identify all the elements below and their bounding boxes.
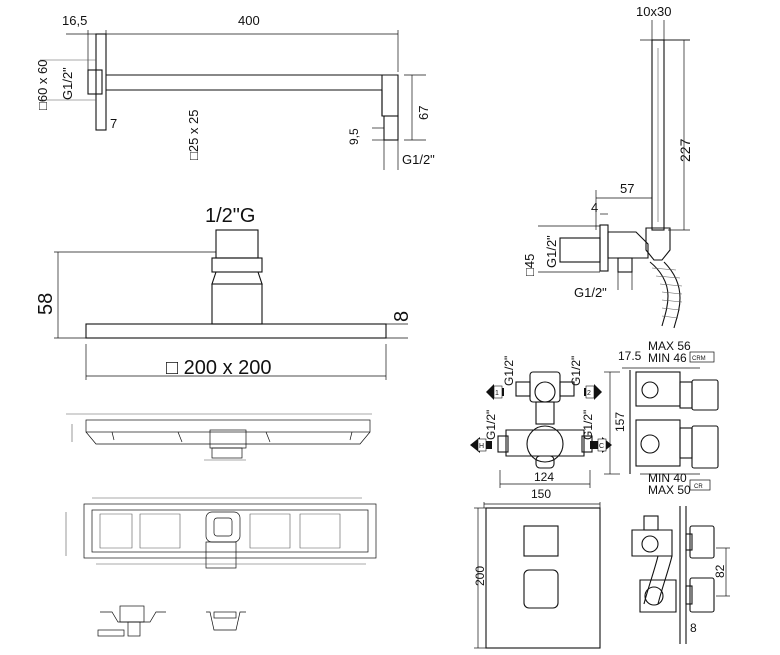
valve-port-top-right: G1/2" <box>569 356 583 386</box>
valve-height-dimension: 157 <box>613 412 627 432</box>
assembly-thickness-dimension: 8 <box>690 621 697 635</box>
valve-mark-1: 1 <box>495 390 499 397</box>
shower-head-drawing: 1/2"G 58 8 □ 200 x 200 <box>35 205 413 380</box>
handshower-flange-dimension: □45 <box>522 254 537 276</box>
plate-height-dimension: 200 <box>473 566 487 586</box>
arm-wall-dimension: 16,5 <box>62 13 87 28</box>
valve-min-top-dimension: MIN 46 <box>648 351 687 365</box>
handshower-reach-dimension: 57 <box>620 181 634 196</box>
linear-drain-drawing <box>65 413 377 637</box>
head-height-dimension: 58 <box>35 293 57 315</box>
assembly-side-drawing: 82 8 <box>631 506 730 644</box>
head-connection-dimension: 1/2"G <box>205 205 255 227</box>
handshower-thread-side-dimension: G1/2" <box>544 235 559 268</box>
valve-min-bottom-dimension: MIN 40 <box>648 471 687 485</box>
shower-arm-drawing: 16,5 400 □60 x 60 G1/2" □25 x 25 7 67 9,… <box>35 13 435 170</box>
valve-mark-2: 2 <box>587 390 591 397</box>
valve-mark-cold: C <box>599 443 604 450</box>
valve-max-bottom-dimension: MAX 50 <box>648 483 691 497</box>
assembly-side-dimension: 82 <box>713 564 727 578</box>
hand-shower-drawing: 10x30 227 57 4 G1/2" □45 G1/2" <box>522 4 693 329</box>
arm-nozzle-dimension: 9,5 <box>347 128 361 145</box>
valve-side-drawing: 17.5 MAX 56 MIN 46 CRM 157 MIN 40 MAX 50… <box>604 339 719 497</box>
arm-tube-dimension: □25 x 25 <box>186 109 201 160</box>
trim-plate-drawing: 150 200 <box>473 487 601 649</box>
head-size-dimension: □ 200 x 200 <box>166 357 272 379</box>
handshower-thread-bottom-dimension: G1/2" <box>574 285 607 300</box>
arm-drop-dimension: 67 <box>416 106 431 120</box>
arm-length-dimension: 400 <box>238 13 260 28</box>
arm-thread-dimension: G1/2" <box>60 67 75 100</box>
mixing-valve-drawing: G1/2" G1/2" G1/2" G1/2" 1 2 H C 124 <box>470 356 612 488</box>
valve-tag-top: CRM <box>692 356 706 362</box>
arm-plate-dimension: 7 <box>110 116 117 131</box>
valve-depth-offset-dimension: 17.5 <box>618 349 642 363</box>
valve-port-bottom-left: G1/2" <box>484 410 498 440</box>
handshower-offset-dimension: 4 <box>591 200 598 215</box>
arm-flange-dimension: □60 x 60 <box>35 59 50 110</box>
valve-tag-bottom: CR <box>694 484 703 490</box>
valve-width-dimension: 124 <box>534 470 554 484</box>
head-thickness-dimension: 8 <box>391 311 413 322</box>
arm-outlet-dimension: G1/2" <box>402 152 435 167</box>
valve-port-top-left: G1/2" <box>502 356 516 386</box>
valve-max-top-dimension: MAX 56 <box>648 339 691 353</box>
handshower-handle-dimension: 10x30 <box>636 4 671 19</box>
plate-width-dimension: 150 <box>531 487 551 501</box>
valve-mark-hot: H <box>479 443 484 450</box>
handshower-height-dimension: 227 <box>677 138 693 162</box>
